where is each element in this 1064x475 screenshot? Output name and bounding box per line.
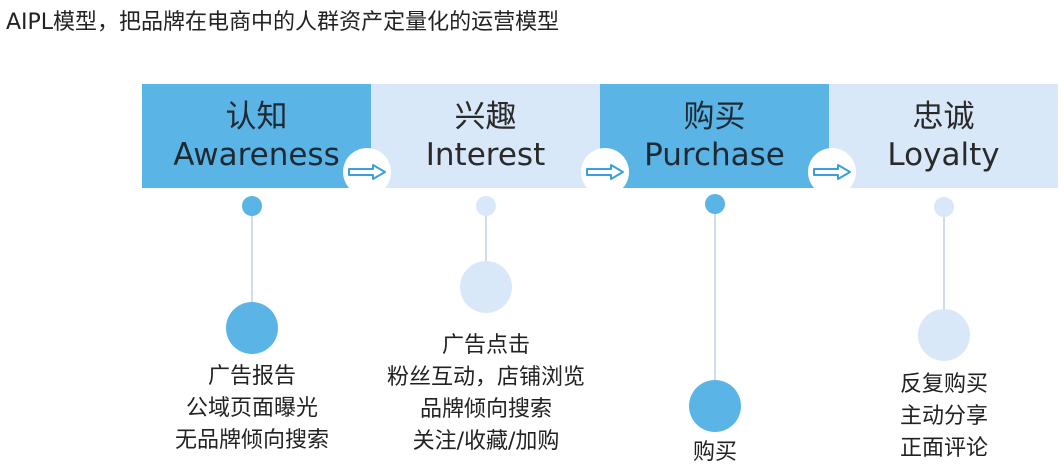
desc-purchase: 购买 (615, 437, 815, 469)
big-dot-interest (460, 261, 512, 313)
stage-awareness-cn: 认知 (225, 99, 288, 135)
list-item: 公域页面曝光 (185, 396, 318, 421)
list-item: 广告点击 (441, 333, 530, 358)
stage-interest-cn: 兴趣 (454, 99, 517, 135)
connector-line-purchase (714, 206, 716, 382)
connector-line-loyalty (943, 214, 945, 312)
big-dot-purchase (689, 380, 741, 432)
big-dot-awareness (226, 302, 278, 354)
stage-awareness: 认知 Awareness (142, 84, 371, 188)
list-item: 反复购买 (899, 372, 988, 397)
list-item: 购买 (692, 440, 737, 465)
stage-purchase: 购买 Purchase (600, 84, 829, 188)
list-item: 粉丝互动，店铺浏览 (386, 365, 585, 390)
list-item: 主动分享 (899, 404, 988, 429)
list-item: 无品牌倾向搜索 (174, 428, 329, 453)
desc-awareness: 广告报告 公域页面曝光 无品牌倾向搜索 (142, 361, 362, 457)
big-dot-loyalty (918, 309, 970, 361)
right-arrow-icon (586, 164, 624, 180)
small-dot-purchase (705, 194, 725, 214)
stage-loyalty: 忠诚 Loyalty (829, 84, 1058, 188)
arrow-1-circle (343, 148, 391, 196)
arrow-2-circle (581, 148, 629, 196)
diagram-title: AIPL模型，把品牌在电商中的人群资产定量化的运营模型 (6, 10, 560, 35)
right-arrow-icon (348, 164, 386, 180)
small-dot-awareness (242, 196, 262, 216)
stage-loyalty-cn: 忠诚 (912, 99, 975, 135)
list-item: 广告报告 (207, 364, 296, 389)
small-dot-loyalty (934, 197, 954, 217)
small-dot-interest (476, 196, 496, 216)
stage-loyalty-en: Loyalty (887, 137, 1000, 173)
list-item: 正面评论 (899, 436, 988, 461)
stage-awareness-en: Awareness (173, 137, 340, 173)
stage-purchase-en: Purchase (644, 137, 785, 173)
stage-interest: 兴趣 Interest (371, 84, 600, 188)
connector-line-interest (485, 214, 487, 264)
stage-interest-en: Interest (425, 137, 546, 173)
connector-line-awareness (251, 206, 253, 310)
right-arrow-icon (813, 164, 851, 180)
list-item: 品牌倾向搜索 (419, 397, 552, 422)
stage-purchase-cn: 购买 (683, 99, 746, 135)
desc-loyalty: 反复购买 主动分享 正面评论 (844, 369, 1044, 465)
desc-interest: 广告点击 粉丝互动，店铺浏览 品牌倾向搜索 关注/收藏/加购 (362, 330, 610, 458)
arrow-3-circle (808, 148, 856, 196)
list-item: 关注/收藏/加购 (412, 429, 560, 454)
